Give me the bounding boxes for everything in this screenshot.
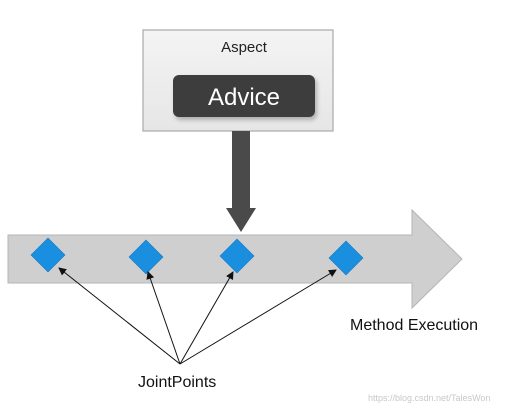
aspect-box: Aspect Advice [142, 29, 334, 132]
down-arrow-shape [226, 131, 256, 232]
joinpoints-label: JointPoints [138, 374, 216, 391]
joinpoint-diamond-4 [328, 240, 364, 276]
advice-down-arrow [226, 131, 256, 232]
watermark-text: https://blog.csdn.net/TalesWon [368, 393, 490, 403]
joinpoint-diamond-3 [219, 238, 255, 274]
pointer-line-1 [58, 267, 181, 365]
aspect-label: Aspect [221, 39, 268, 56]
joinpoint-pointers [58, 267, 337, 365]
method-execution-label: Method Execution [350, 317, 478, 334]
joinpoint-diamond-2 [128, 239, 164, 275]
pointer-line-2 [146, 271, 181, 365]
joinpoints [30, 237, 364, 276]
advice-label: Advice [208, 84, 280, 111]
pointer-line-3 [179, 271, 234, 365]
advice-box-frame [173, 75, 315, 117]
advice-box: Advice [173, 75, 315, 117]
pointer-line-4 [179, 269, 337, 365]
joinpoint-diamond-1 [30, 237, 66, 273]
